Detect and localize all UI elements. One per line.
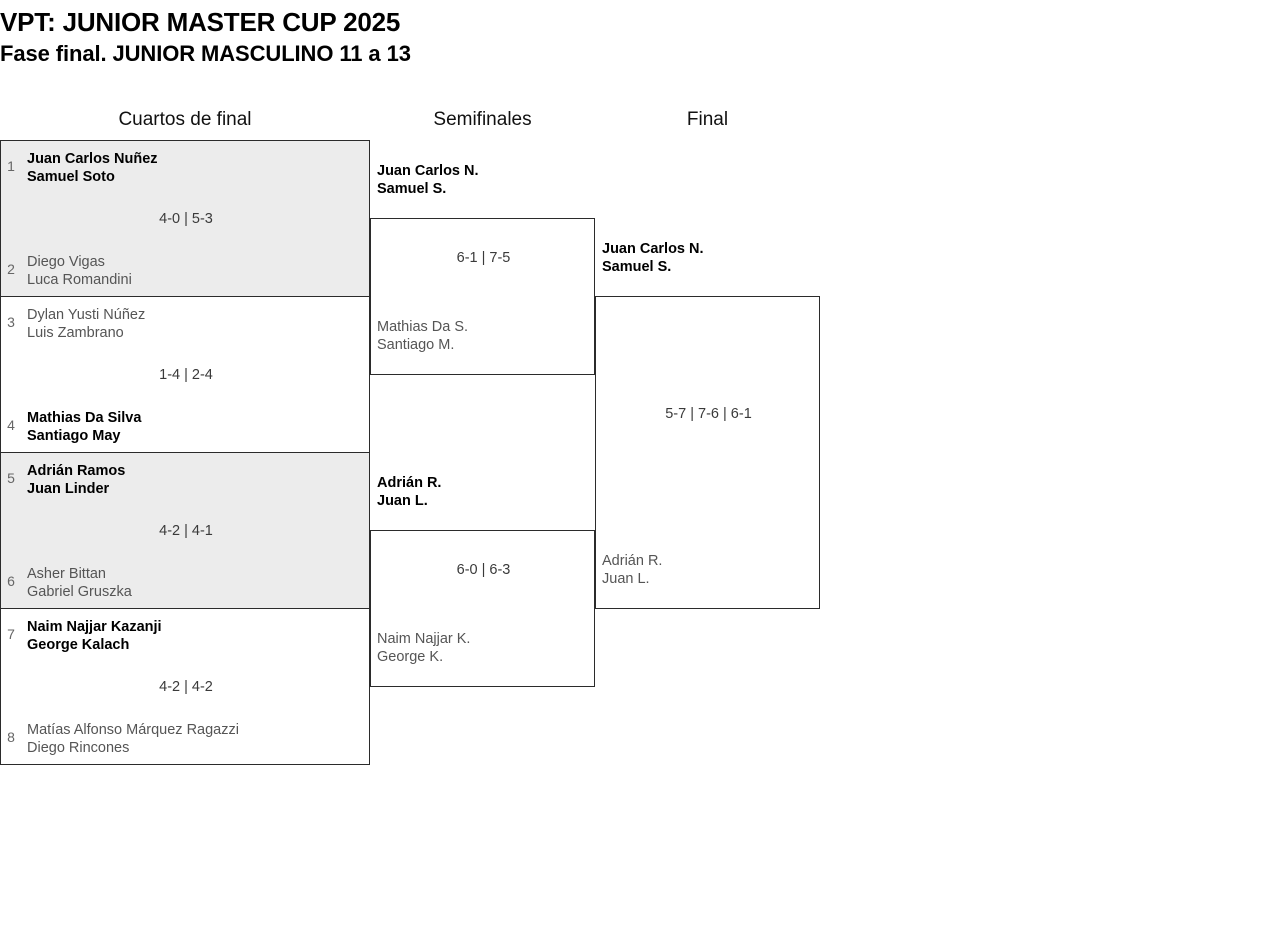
match-score: 6-0 | 6-3 <box>456 562 511 578</box>
player-name: Asher Bittan <box>27 566 106 582</box>
player-name: Juan Carlos Nuñez <box>27 151 158 167</box>
team-entry[interactable]: Matías Alfonso Márquez Ragazzi Diego Rin… <box>27 721 239 757</box>
match-score: 1-4 | 2-4 <box>159 367 213 383</box>
seed-number: 7 <box>7 626 15 642</box>
round-header-quarterfinals: Cuartos de final <box>118 109 252 130</box>
team-entry[interactable]: Mathias Da S. Santiago M. <box>370 318 468 354</box>
player-name: Adrián Ramos <box>27 463 126 479</box>
round-header-semifinals: Semifinales <box>433 109 532 130</box>
match-box-final[interactable]: Juan Carlos N. Samuel S. 5-7 | 7-6 | 6-1… <box>595 241 820 609</box>
team-entry[interactable]: Adrián Ramos Juan Linder <box>27 462 125 498</box>
team-entry[interactable]: Juan Carlos Nuñez Samuel Soto <box>27 150 158 186</box>
player-name: Samuel Soto <box>27 169 115 185</box>
tournament-title: VPT: JUNIOR MASTER CUP 2025 <box>0 7 401 37</box>
player-name: Naim Najjar K. <box>377 631 471 647</box>
player-name: Samuel S. <box>602 259 672 275</box>
player-name: Luca Romandini <box>27 272 132 288</box>
match-box-semifinal-1[interactable]: Juan Carlos N. Samuel S. 6-1 | 7-5 Mathi… <box>370 163 595 375</box>
player-name: Juan Carlos N. <box>602 241 704 257</box>
team-entry[interactable]: Adrián R. Juan L. <box>595 552 662 588</box>
match-box-quarterfinal-4[interactable]: Naim Najjar Kazanji George Kalach 4-2 | … <box>0 608 370 765</box>
player-name: Mathias Da Silva <box>27 410 142 426</box>
match-score: 4-2 | 4-2 <box>159 679 213 695</box>
player-name: Santiago May <box>27 428 121 444</box>
player-name: Diego Vigas <box>27 254 105 270</box>
player-name: Juan L. <box>377 493 428 509</box>
player-name: Samuel S. <box>377 181 447 197</box>
player-name: Juan Carlos N. <box>377 163 479 179</box>
team-entry[interactable]: Mathias Da Silva Santiago May <box>27 409 141 445</box>
player-name: Adrián R. <box>602 553 663 569</box>
seed-number: 3 <box>7 314 15 330</box>
team-entry[interactable]: Asher Bittan Gabriel Gruszka <box>27 565 132 601</box>
player-name: Adrián R. <box>377 475 442 491</box>
player-name: Dylan Yusti Núñez <box>27 307 146 323</box>
team-entry[interactable]: Adrián R. Juan L. <box>370 474 441 510</box>
player-name: Naim Najjar Kazanji <box>27 619 162 635</box>
seed-number: 2 <box>7 261 15 277</box>
seed-number: 4 <box>7 417 15 433</box>
team-entry[interactable]: Juan Carlos N. Samuel S. <box>595 240 704 276</box>
match-box-semifinal-2[interactable]: Adrián R. Juan L. 6-0 | 6-3 Naim Najjar … <box>370 475 595 687</box>
player-name: George K. <box>377 649 444 665</box>
round-header-final: Final <box>686 109 729 130</box>
seed-number: 5 <box>7 470 15 486</box>
player-name: Diego Rincones <box>27 740 130 756</box>
tournament-subtitle: Fase final. JUNIOR MASCULINO 11 a 13 <box>0 41 411 66</box>
match-score: 6-1 | 7-5 <box>456 250 511 266</box>
player-name: Matías Alfonso Márquez Ragazzi <box>27 722 239 738</box>
player-name: Mathias Da S. <box>377 319 469 335</box>
team-entry[interactable]: Dylan Yusti Núñez Luis Zambrano <box>27 306 145 342</box>
match-box-quarterfinal-1[interactable]: Juan Carlos Nuñez Samuel Soto 4-0 | 5-3 … <box>0 140 370 297</box>
player-name: Juan L. <box>602 571 650 587</box>
team-entry[interactable]: Naim Najjar K. George K. <box>370 630 470 666</box>
match-score: 5-7 | 7-6 | 6-1 <box>665 406 752 422</box>
match-score: 4-0 | 5-3 <box>159 211 213 227</box>
player-name: Juan Linder <box>27 481 110 497</box>
team-entry[interactable]: Diego Vigas Luca Romandini <box>27 253 132 289</box>
team-entry[interactable]: Juan Carlos N. Samuel S. <box>370 162 479 198</box>
match-box-quarterfinal-2[interactable]: Dylan Yusti Núñez Luis Zambrano 1-4 | 2-… <box>0 296 370 453</box>
seed-number: 8 <box>7 729 15 745</box>
player-name: Luis Zambrano <box>27 325 124 341</box>
team-entry[interactable]: Naim Najjar Kazanji George Kalach <box>27 618 162 654</box>
player-name: Gabriel Gruszka <box>27 584 132 600</box>
page-title: VPT: JUNIOR MASTER CUP 2025 Fase final. … <box>0 6 1000 69</box>
seed-number: 6 <box>7 573 15 589</box>
player-name: Santiago M. <box>377 337 455 353</box>
seed-number: 1 <box>7 158 15 174</box>
match-box-quarterfinal-3[interactable]: Adrián Ramos Juan Linder 4-2 | 4-1 Asher… <box>0 452 370 609</box>
match-score: 4-2 | 4-1 <box>159 523 213 539</box>
player-name: George Kalach <box>27 637 130 653</box>
